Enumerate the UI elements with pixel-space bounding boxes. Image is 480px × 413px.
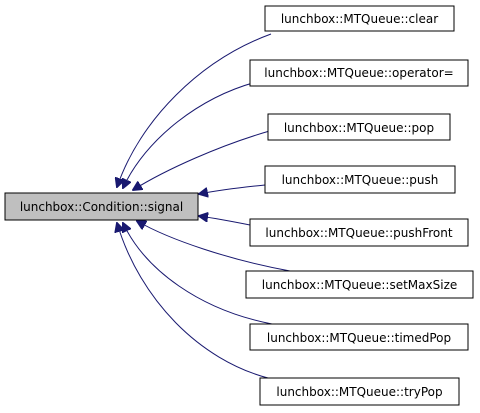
node-label: lunchbox::MTQueue::setMaxSize [262, 278, 458, 292]
edge-clear [117, 33, 272, 187]
node-box [245, 270, 474, 299]
node-label: lunchbox::Condition::signal [20, 200, 183, 214]
node-label: lunchbox::MTQueue::pop [284, 121, 434, 135]
node-mtqueue-timedpop[interactable]: lunchbox::MTQueue::timedPop [249, 323, 469, 351]
node-box [264, 5, 455, 32]
node-label: lunchbox::MTQueue::tryPop [276, 385, 442, 399]
caller-node-group: lunchbox::MTQueue::clear lunchbox::MTQue… [245, 5, 474, 406]
edge-pushfront [199, 216, 251, 226]
node-mtqueue-clear[interactable]: lunchbox::MTQueue::clear [264, 5, 455, 32]
node-mtqueue-pushfront[interactable]: lunchbox::MTQueue::pushFront [249, 218, 469, 247]
node-mtqueue-operator-assign[interactable]: lunchbox::MTQueue::operator= [249, 59, 469, 87]
node-label: lunchbox::MTQueue::timedPop [267, 331, 451, 345]
node-label: lunchbox::MTQueue::operator= [264, 66, 453, 80]
edge-setmaxsize [137, 221, 291, 272]
node-mtqueue-setmaxsize[interactable]: lunchbox::MTQueue::setMaxSize [245, 270, 474, 299]
node-mtqueue-pop[interactable]: lunchbox::MTQueue::pop [267, 113, 451, 141]
node-mtqueue-push[interactable]: lunchbox::MTQueue::push [264, 165, 456, 194]
edge-push [199, 184, 266, 194]
node-mtqueue-trypop[interactable]: lunchbox::MTQueue::tryPop [259, 377, 460, 406]
node-box [4, 192, 199, 221]
node-label: lunchbox::MTQueue::push [282, 173, 439, 187]
node-box [249, 59, 469, 87]
edge-timedpop [123, 223, 273, 325]
edge-group [117, 33, 291, 379]
node-label: lunchbox::MTQueue::clear [281, 12, 438, 26]
node-box [264, 165, 456, 194]
node-box [267, 113, 451, 141]
node-box [259, 377, 460, 406]
edge-operator-assign [123, 79, 265, 188]
edge-trypop [117, 223, 269, 379]
node-label: lunchbox::MTQueue::pushFront [265, 226, 452, 240]
node-box [249, 218, 469, 247]
node-condition-signal[interactable]: lunchbox::Condition::signal [4, 192, 199, 221]
edge-pop [133, 129, 274, 190]
node-box [249, 323, 469, 351]
